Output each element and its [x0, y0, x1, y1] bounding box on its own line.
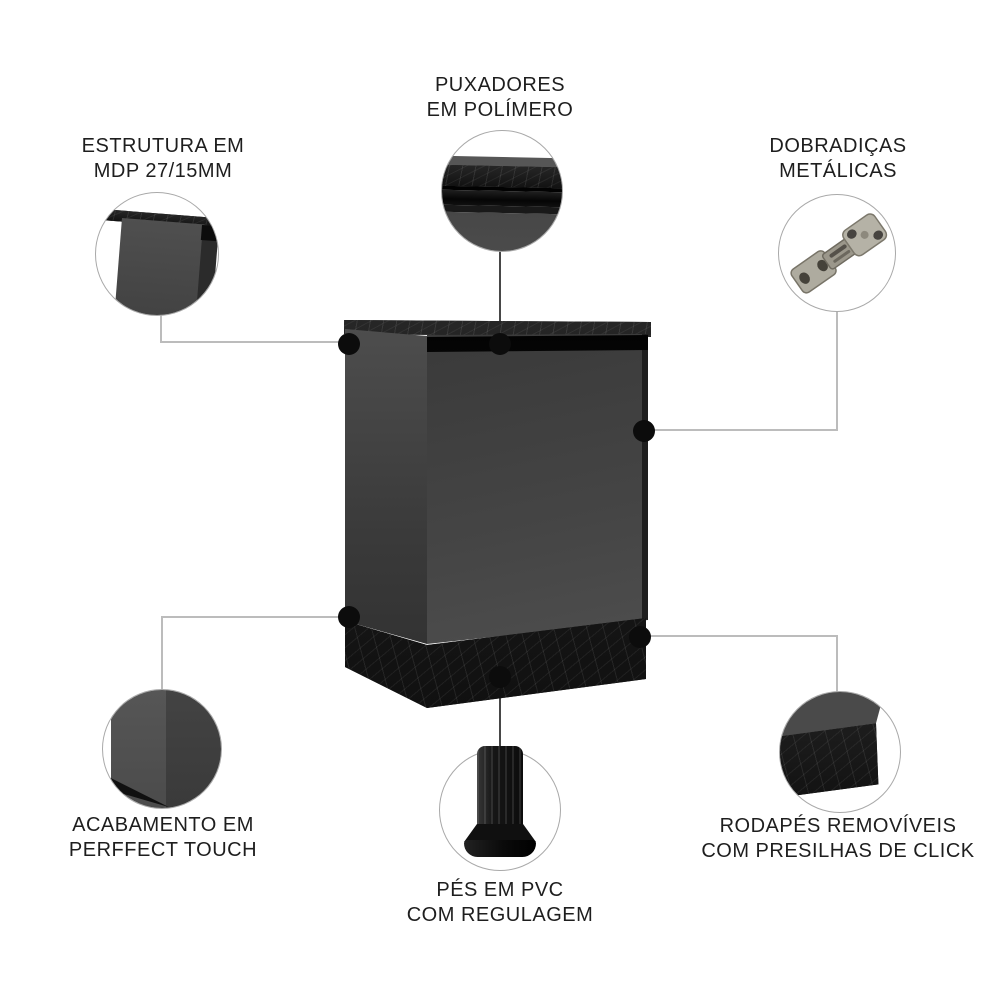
- cabinet-handle-groove: [427, 335, 648, 352]
- puxadores-detail-countertop: [442, 164, 562, 189]
- callout-label-pes-line1: PÉS EM PVC: [436, 879, 564, 901]
- hinge-icon: [790, 213, 888, 294]
- callout-label-dobradicas-line2: METÁLICAS: [779, 160, 897, 182]
- callout-label-puxadores-line2: EM POLÍMERO: [426, 99, 574, 121]
- callout-label-estrutura-line2: MDP 27/15MM: [93, 160, 233, 182]
- callout-label-acabamento-line1: ACABAMENTO EM: [72, 814, 254, 836]
- connector-line-estrutura-h: [160, 341, 352, 343]
- estrutura-detail-door: [113, 218, 205, 315]
- callout-label-estrutura-line1: ESTRUTURA EM: [81, 135, 245, 157]
- cabinet-door-edge: [642, 334, 648, 620]
- cabinet-image: [344, 318, 657, 713]
- callout-label-estrutura: ESTRUTURA EM MDP 27/15MM: [38, 134, 288, 184]
- puxadores-detail-door: [442, 211, 562, 251]
- estrutura-detail-handle: [200, 225, 218, 242]
- connector-line-rodapes-v: [836, 635, 838, 692]
- connector-line-puxadores-v: [499, 250, 501, 345]
- connector-dot-rodapes: [629, 626, 651, 648]
- connector-line-estrutura-v: [160, 313, 162, 343]
- pvc-leg-image: [464, 746, 536, 858]
- rodapes-detail-baseboard: [780, 723, 879, 798]
- detail-circle-estrutura: [95, 192, 219, 316]
- callout-label-dobradicas-line1: DOBRADIÇAS: [769, 135, 907, 157]
- cabinet-door: [427, 334, 648, 644]
- detail-circle-rodapes: [779, 691, 901, 813]
- callout-label-puxadores-line1: PUXADORES: [434, 74, 566, 96]
- connector-line-acabamento-h: [161, 616, 351, 618]
- connector-line-dobradicas-v: [836, 309, 838, 431]
- pvc-leg-base: [464, 840, 536, 857]
- callout-label-dobradicas: DOBRADIÇAS METÁLICAS: [713, 134, 963, 184]
- connector-dot-estrutura: [338, 333, 360, 355]
- callout-label-acabamento: ACABAMENTO EM PERFFECT TOUCH: [38, 813, 288, 863]
- callout-label-acabamento-line2: PERFFECT TOUCH: [68, 839, 258, 861]
- cabinet-side-panel: [345, 329, 427, 644]
- callout-label-rodapes-line2: COM PRESILHAS DE CLICK: [701, 840, 975, 862]
- callout-label-pes-line2: COM REGULAGEM: [406, 904, 594, 926]
- callout-label-puxadores: PUXADORES EM POLÍMERO: [375, 73, 625, 123]
- pvc-leg-flare: [464, 824, 536, 842]
- cabinet-countertop: [344, 320, 651, 337]
- callout-label-pes: PÉS EM PVC COM REGULAGEM: [375, 878, 625, 928]
- connector-dot-puxadores: [489, 333, 511, 355]
- callout-label-rodapes-line1: RODAPÉS REMOVÍVEIS: [719, 815, 957, 837]
- connector-line-rodapes-h: [640, 635, 838, 637]
- pvc-leg-cylinder: [477, 746, 523, 828]
- detail-circle-dobradicas: [778, 194, 896, 312]
- connector-line-acabamento-v: [161, 616, 163, 690]
- connector-dot-dobradicas: [633, 420, 655, 442]
- callout-label-rodapes: RODAPÉS REMOVÍVEIS COM PRESILHAS DE CLIC…: [688, 814, 988, 864]
- connector-dot-acabamento: [338, 606, 360, 628]
- connector-line-dobradicas-h: [645, 429, 838, 431]
- acabamento-detail-panel-dark: [166, 690, 221, 808]
- connector-line-pes-v: [499, 677, 501, 753]
- connector-dot-pes: [489, 666, 511, 688]
- puxadores-detail-image: [442, 131, 562, 251]
- detail-circle-acabamento: [102, 689, 222, 809]
- detail-circle-puxadores: [441, 130, 563, 252]
